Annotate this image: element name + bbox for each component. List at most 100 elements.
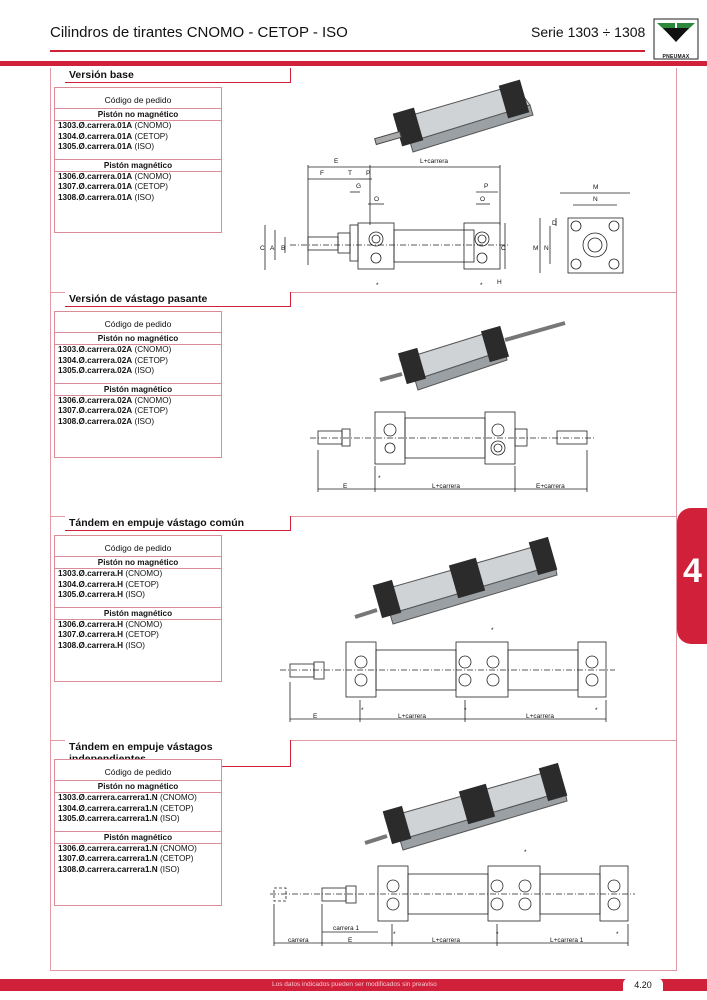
chapter-number: 4 — [683, 552, 702, 590]
non-magnetic-label: Pistón no magnético — [55, 332, 221, 345]
order-code-label: Código de pedido — [104, 767, 172, 777]
section-title-through-rod: Versión de vástago pasante — [65, 292, 291, 307]
code-line: 1307.Ø.carrera.01A (CETOP) — [58, 182, 168, 191]
code-line: 1304.Ø.carrera.carrera1.N (CETOP) — [58, 803, 194, 813]
magnetic-label: Pistón magnético — [55, 606, 221, 620]
star-mark: * — [393, 931, 396, 938]
code-line: 1308.Ø.carrera.carrera1.N (ISO) — [58, 864, 180, 874]
dim-E: E — [343, 483, 348, 490]
dim-P: P — [366, 170, 370, 177]
dim-B: B — [281, 245, 285, 252]
chapter-tab — [677, 508, 707, 644]
code-line: 1303.Ø.carrera.02A (CNOMO) — [58, 345, 172, 354]
code-line: 1308.Ø.carrera.02A (ISO) — [58, 416, 155, 426]
end-view-labels: M N M N D — [533, 184, 598, 252]
magnetic-label: Pistón magnético — [55, 830, 221, 844]
dim-G: G — [356, 183, 361, 190]
code-line: 1304.Ø.carrera.01A (CETOP) — [58, 131, 168, 141]
dim-E2: E+carrera — [536, 483, 565, 490]
star-mark: * — [616, 931, 619, 938]
dim-C: C — [260, 245, 265, 252]
code-line: 1305.Ø.carrera.H (ISO) — [58, 590, 145, 599]
code-line: 1303.Ø.carrera.carrera1.N (CNOMO) — [58, 793, 197, 802]
code-line: 1303.Ø.carrera.01A (CNOMO) — [58, 121, 172, 130]
dim-M: M — [593, 184, 598, 191]
code-line: 1304.Ø.carrera.H (CETOP) — [58, 579, 159, 589]
star-mark: * — [464, 707, 467, 714]
dim-L2: L+carrera 1 — [550, 937, 584, 944]
base-end-view — [539, 192, 630, 274]
dim-N: N — [593, 196, 598, 203]
section-title-tandem-common: Tándem en empuje vástago común — [65, 516, 291, 531]
dim-P2: P — [484, 183, 488, 190]
dim-L: L+carrera — [432, 483, 460, 490]
order-code-box: Código de pedido Pistón no magnético 130… — [54, 311, 222, 458]
series-label: Serie 1303 ÷ 1308 — [531, 24, 646, 40]
code-line: 1306.Ø.carrera.02A (CNOMO) — [58, 395, 172, 405]
dim-L2: L+carrera — [526, 713, 554, 720]
code-line: 1306.Ø.carrera.01A (CNOMO) — [58, 171, 172, 181]
page-header: Cilindros de tirantes CNOMO - CETOP - IS… — [0, 0, 707, 60]
section-divider — [50, 516, 676, 517]
code-line: 1306.Ø.carrera.H (CNOMO) — [58, 619, 163, 629]
magnetic-label: Pistón magnético — [55, 158, 221, 172]
tandem-common-drawings: E L+carrera L+carrera * * * * — [280, 536, 615, 722]
footer-note: Los datos indicados pueden ser modificad… — [272, 981, 437, 988]
pneumax-logo-icon — [653, 18, 699, 60]
logo-text: PNEUMAX — [662, 54, 690, 60]
dim-E: E — [313, 713, 318, 720]
cylinder-3d-image — [354, 536, 558, 625]
dim-carrera1: carrera 1 — [333, 925, 359, 932]
header-rule — [50, 50, 645, 52]
dim-O: O — [374, 196, 379, 203]
dim-M2: M — [533, 245, 538, 252]
dim-L: L+carrera — [420, 158, 448, 165]
dim-H: H — [497, 279, 502, 286]
cylinder-3d-image — [364, 762, 568, 851]
code-line: 1305.Ø.carrera.carrera1.N (ISO) — [58, 814, 180, 823]
dim-E: E — [334, 158, 339, 165]
order-code-label: Código de pedido — [104, 95, 172, 105]
dim-F: F — [320, 170, 324, 177]
star-mark: * — [491, 627, 494, 634]
order-code-box: Código de pedido Pistón no magnético 130… — [54, 535, 222, 682]
tandem-common-side-view — [280, 641, 615, 722]
code-line: 1307.Ø.carrera.H (CETOP) — [58, 630, 159, 639]
base-version-drawings: E L+carrera F T P P G O O C A B C H * * … — [260, 79, 630, 289]
content-frame — [50, 68, 677, 971]
star-mark: * — [496, 931, 499, 938]
non-magnetic-label: Pistón no magnético — [55, 780, 221, 793]
tandem-independent-dimension-labels: carrera 1 carrera E L+carrera L+carrera … — [288, 849, 619, 944]
page-title: Cilindros de tirantes CNOMO - CETOP - IS… — [50, 24, 348, 41]
code-line: 1308.Ø.carrera.H (ISO) — [58, 640, 145, 650]
order-code-label: Código de pedido — [104, 319, 172, 329]
base-side-view — [264, 165, 510, 270]
cylinder-3d-image — [379, 321, 566, 391]
magnetic-label: Pistón magnético — [55, 382, 221, 396]
dim-L1: L+carrera — [398, 713, 426, 720]
star-mark: * — [378, 475, 381, 482]
code-line: 1304.Ø.carrera.02A (CETOP) — [58, 355, 168, 365]
star-mark: * — [595, 707, 598, 714]
order-code-label: Código de pedido — [104, 543, 172, 553]
header-bar — [0, 61, 707, 66]
dim-A: A — [270, 245, 275, 252]
code-line: 1305.Ø.carrera.01A (ISO) — [58, 142, 155, 151]
through-rod-drawings: E L+carrera E+carrera * — [310, 321, 595, 492]
dim-E: E — [348, 937, 353, 944]
tandem-independent-side-view — [270, 865, 635, 946]
dim-D: D — [552, 220, 557, 227]
order-code-box: Código de pedido Pistón no magnético 130… — [54, 759, 222, 906]
code-line: 1305.Ø.carrera.02A (ISO) — [58, 366, 155, 375]
star-mark: * — [376, 282, 379, 289]
dim-N2: N — [544, 245, 549, 252]
section-divider — [50, 740, 676, 741]
star-mark: * — [361, 707, 364, 714]
star-mark: * — [524, 849, 527, 856]
section-title-base: Versión base — [65, 68, 291, 83]
tandem-independent-drawings: carrera 1 carrera E L+carrera L+carrera … — [270, 762, 635, 946]
code-line: 1307.Ø.carrera.carrera1.N (CETOP) — [58, 854, 194, 863]
footer-bar — [0, 979, 707, 991]
cylinder-3d-image — [374, 79, 534, 153]
code-line: 1308.Ø.carrera.01A (ISO) — [58, 192, 155, 202]
